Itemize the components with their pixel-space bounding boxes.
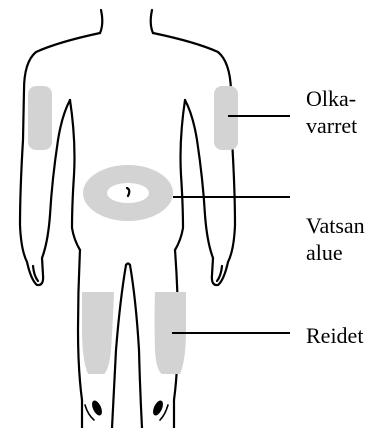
- thighs-label-line1: Reidet: [306, 322, 363, 349]
- abdomen-label-line2: alue: [306, 239, 365, 266]
- upper-arms-label-line2: varret: [306, 112, 357, 139]
- knee-marks: [90, 399, 165, 417]
- upper-arms-label: Olka- varret: [306, 85, 357, 139]
- left-thigh-area: [82, 292, 114, 374]
- thighs-label: Reidet: [306, 322, 363, 349]
- right-upper-arm-area: [214, 86, 238, 150]
- abdomen-label: Vatsan alue: [306, 212, 365, 266]
- upper-arms-label-line1: Olka-: [306, 85, 357, 112]
- left-upper-arm-area: [28, 86, 52, 150]
- abdomen-label-line1: Vatsan: [306, 212, 365, 239]
